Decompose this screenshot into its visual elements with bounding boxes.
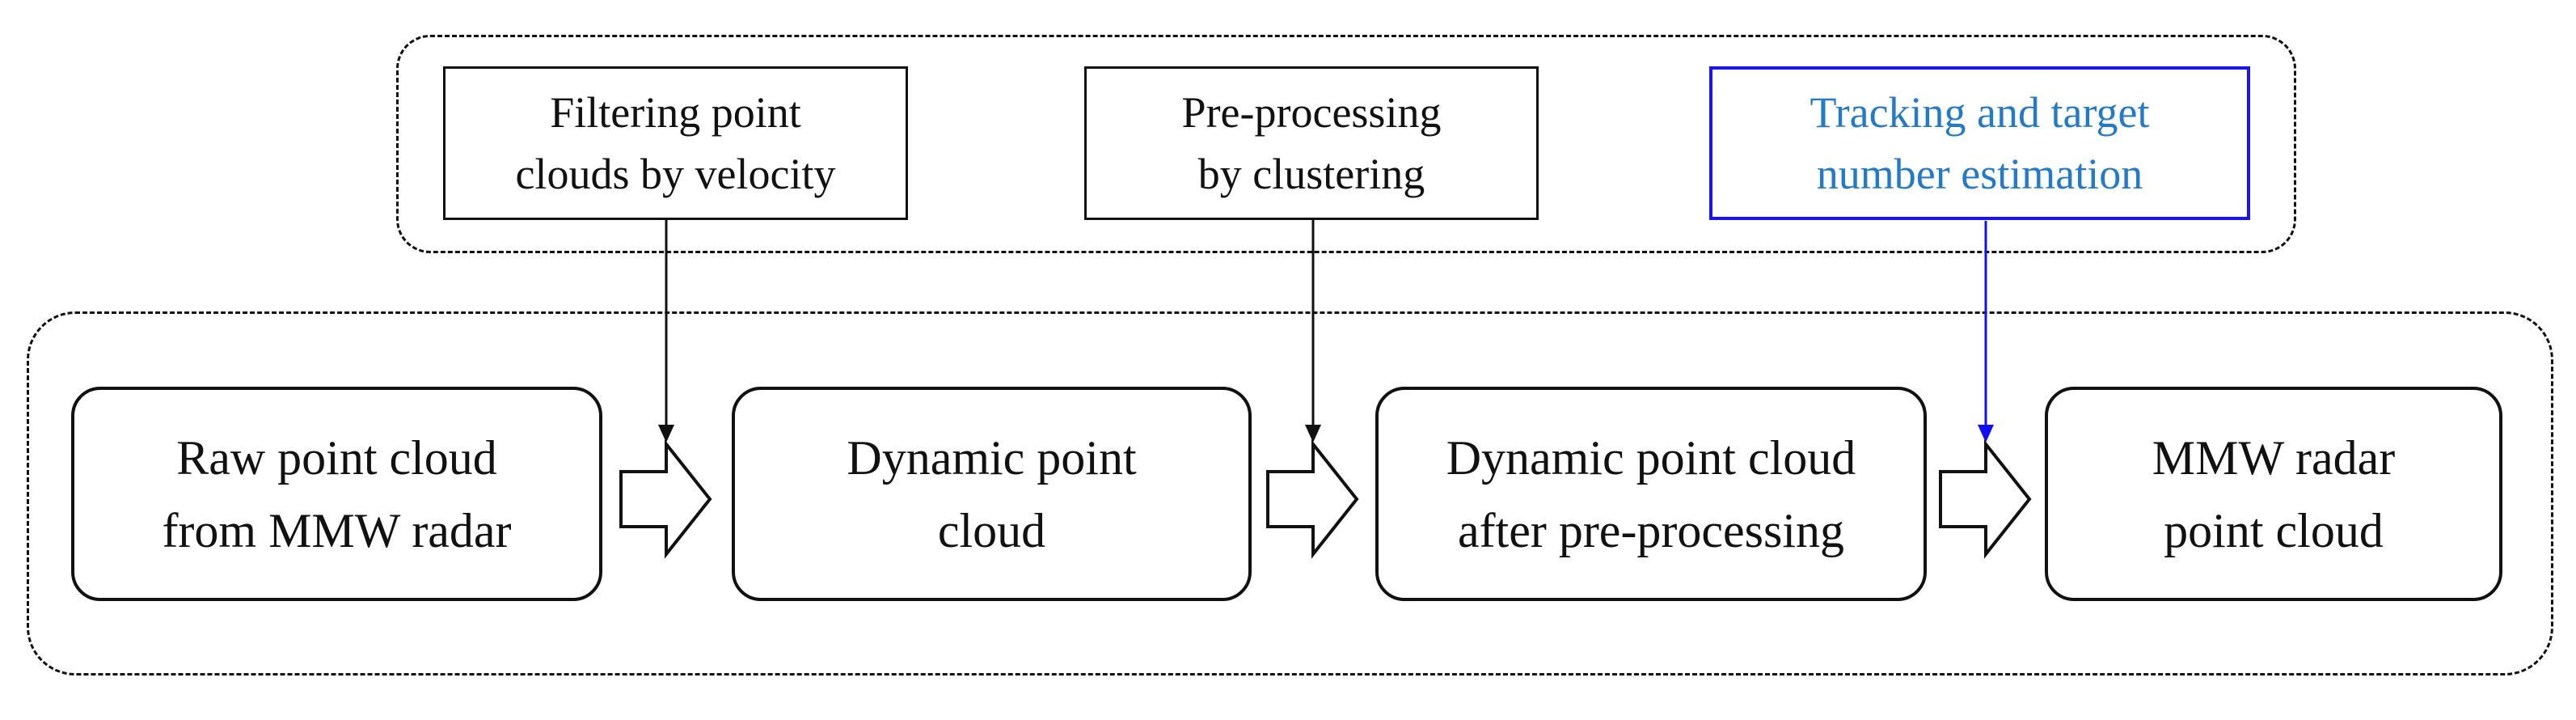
stage-final-point-cloud-box: MMW radar point cloud bbox=[2045, 387, 2502, 601]
stage-preprocessed-cloud-box: Dynamic point cloud after pre-processing bbox=[1375, 387, 1927, 601]
data-stages-container bbox=[27, 311, 2553, 676]
stage-raw-label-line1: Raw point cloud bbox=[176, 430, 497, 485]
step-filtering-label-line2: clouds by velocity bbox=[515, 150, 836, 198]
stage-dynamic-label-line1: Dynamic point bbox=[847, 430, 1137, 485]
step-preprocessing-label-line2: by clustering bbox=[1197, 150, 1425, 198]
step-tracking-label-line2: number estimation bbox=[1816, 150, 2143, 198]
step-preprocessing-box: Pre-processing by clustering bbox=[1084, 66, 1539, 220]
stage-dynamic-label-line2: cloud bbox=[937, 503, 1046, 557]
stage-final-label-line1: MMW radar bbox=[2152, 430, 2396, 485]
stage-preprocessed-label-line2: after pre-processing bbox=[1457, 503, 1845, 557]
step-preprocessing-label-line1: Pre-processing bbox=[1181, 88, 1442, 137]
stage-preprocessed-label-line1: Dynamic point cloud bbox=[1446, 430, 1856, 485]
stage-raw-label-line2: from MMW radar bbox=[162, 503, 512, 557]
stage-final-label-line2: point cloud bbox=[2164, 503, 2384, 557]
step-filtering-label-line1: Filtering point bbox=[550, 88, 801, 137]
stage-raw-point-cloud-box: Raw point cloud from MMW radar bbox=[71, 387, 602, 601]
step-filtering-box: Filtering point clouds by velocity bbox=[443, 66, 908, 220]
step-tracking-box: Tracking and target number estimation bbox=[1709, 66, 2250, 220]
stage-dynamic-point-cloud-box: Dynamic point cloud bbox=[732, 387, 1252, 601]
processing-steps-container bbox=[396, 35, 2296, 253]
step-tracking-label-line1: Tracking and target bbox=[1810, 88, 2150, 137]
